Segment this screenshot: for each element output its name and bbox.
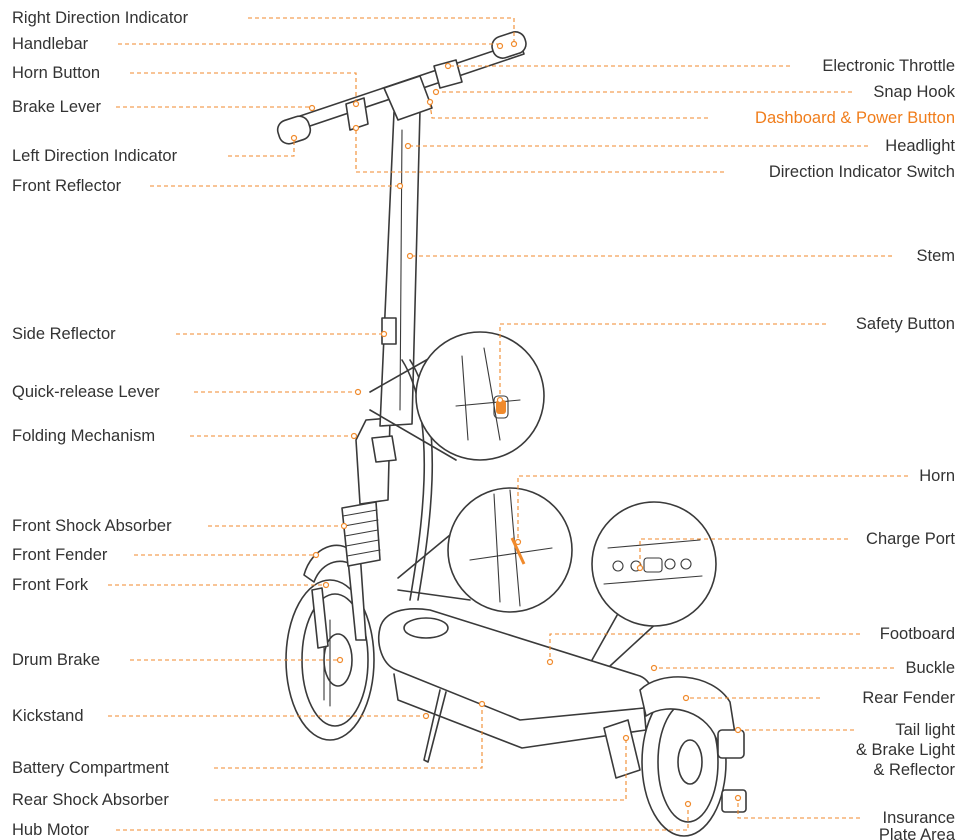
label-left-direction-indicator: Left Direction Indicator — [12, 147, 178, 165]
label-hub-motor: Hub Motor — [12, 821, 90, 839]
label-battery-compartment: Battery Compartment — [12, 759, 169, 777]
label-front-fender: Front Fender — [12, 546, 108, 564]
leader-lines — [108, 17, 908, 831]
scooter-illustration — [276, 31, 747, 837]
label-tail-light-line3: & Reflector — [873, 761, 955, 779]
kickstand-drawing — [423, 689, 447, 763]
stem-drawing — [379, 109, 421, 427]
label-folding-mechanism: Folding Mechanism — [12, 427, 155, 445]
charge-port-detail-callout — [591, 501, 717, 667]
label-headlight: Headlight — [885, 137, 955, 155]
label-safety-button: Safety Button — [856, 315, 955, 333]
label-front-shock-absorber: Front Shock Absorber — [12, 517, 172, 535]
label-side-reflector: Side Reflector — [12, 325, 116, 343]
label-handlebar: Handlebar — [12, 35, 89, 53]
label-stem: Stem — [916, 247, 955, 265]
label-insurance-line2: Plate Area — [879, 826, 956, 840]
label-direction-indicator-switch: Direction Indicator Switch — [769, 163, 955, 181]
rear-wheel-drawing — [603, 676, 747, 837]
labels-right: Electronic Throttle Snap Hook Dashboard … — [755, 57, 956, 840]
anchor-dots — [290, 40, 742, 808]
label-dashboard-power-button: Dashboard & Power Button — [755, 109, 955, 127]
label-electronic-throttle: Electronic Throttle — [822, 57, 955, 75]
label-right-direction-indicator: Right Direction Indicator — [12, 9, 189, 27]
label-rear-shock-absorber: Rear Shock Absorber — [12, 791, 169, 809]
label-charge-port: Charge Port — [866, 530, 955, 548]
label-snap-hook: Snap Hook — [873, 83, 955, 101]
label-tail-light-line1: Tail light — [895, 721, 955, 739]
label-tail-light-line2: & Brake Light — [856, 741, 955, 759]
horn-detail-callout — [397, 487, 573, 613]
label-buckle: Buckle — [905, 659, 955, 677]
lower-stem-drawing — [355, 417, 397, 505]
label-quick-release-lever: Quick-release Lever — [12, 383, 160, 401]
label-brake-lever: Brake Lever — [12, 98, 101, 116]
label-front-reflector: Front Reflector — [12, 177, 122, 195]
label-front-fork: Front Fork — [12, 576, 89, 594]
label-drum-brake: Drum Brake — [12, 651, 100, 669]
label-kickstand: Kickstand — [12, 707, 84, 725]
cable-drawing — [401, 359, 426, 601]
labels-left: Right Direction Indicator Handlebar Horn… — [12, 9, 189, 839]
label-footboard: Footboard — [880, 625, 955, 643]
label-horn: Horn — [919, 467, 955, 485]
label-horn-button: Horn Button — [12, 64, 100, 82]
folding-detail-callout — [369, 331, 545, 461]
label-rear-fender: Rear Fender — [862, 689, 955, 707]
front-shock-drawing — [341, 501, 381, 567]
label-insurance-line1: Insurance — [883, 809, 955, 827]
